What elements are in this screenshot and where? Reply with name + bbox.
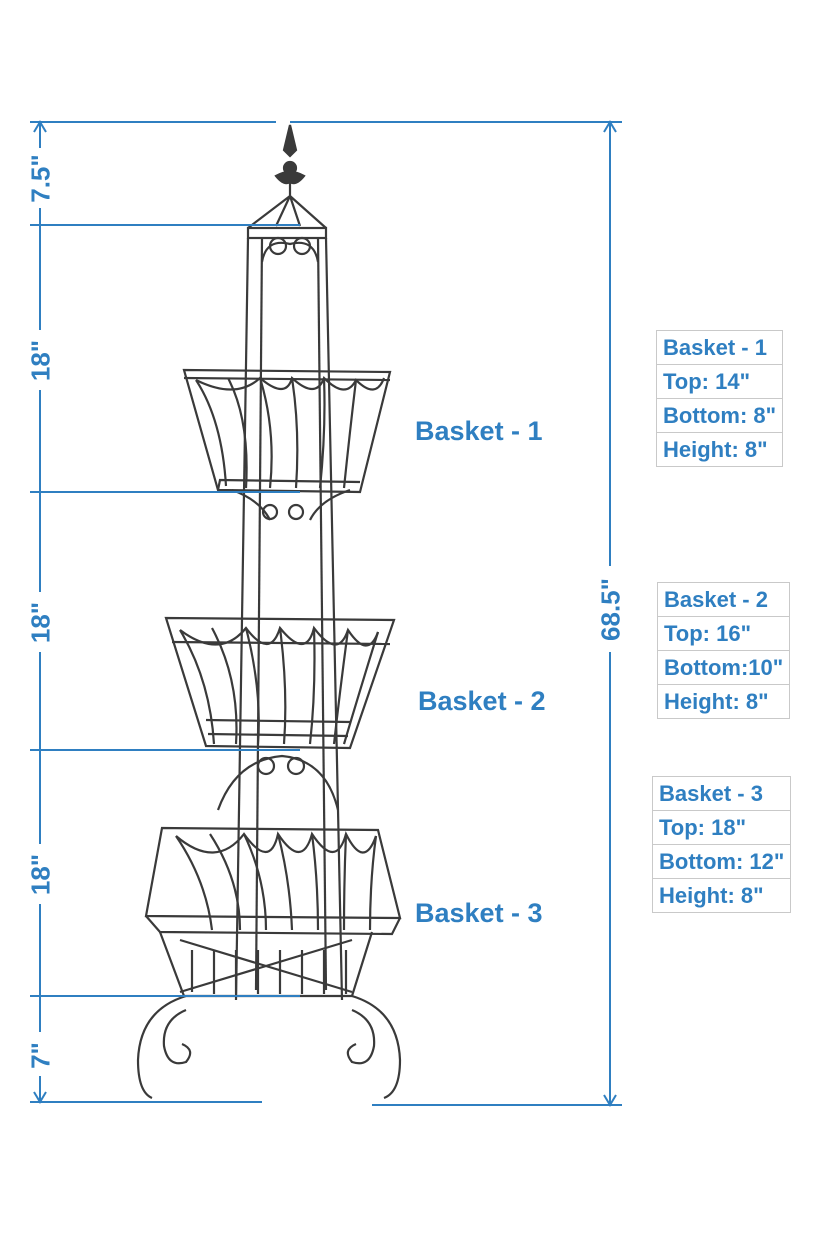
basket-1-spec-top: Top: 14" <box>655 364 784 399</box>
plant-stand-wireframe <box>136 124 402 1100</box>
basket-1-label: Basket - 1 <box>415 416 543 446</box>
basket-2-spec-table: Basket - 2 Top: 16" Bottom:10" Height: 8… <box>656 582 791 719</box>
label-gaps <box>26 148 624 1076</box>
basket-3-label: Basket - 3 <box>415 898 543 928</box>
basket-1-drawing <box>182 368 392 521</box>
basket-1-spec-bottom: Bottom: 8" <box>655 398 784 433</box>
basket-3-spec-table: Basket - 3 Top: 18" Bottom: 12" Height: … <box>651 776 792 913</box>
basket-2-spec-title: Basket - 2 <box>656 582 791 617</box>
basket-3-spec-title: Basket - 3 <box>651 776 792 811</box>
dimension-total-height: 68.5" <box>595 578 626 641</box>
scroll-feet-drawing <box>136 994 402 1100</box>
basket-3-spec-height: Height: 8" <box>651 878 792 913</box>
basket-2-spec-bottom: Bottom:10" <box>656 650 791 685</box>
basket-3-drawing <box>144 826 402 998</box>
basket-2-spec-top: Top: 16" <box>656 616 791 651</box>
basket-2-drawing <box>164 616 396 811</box>
basket-3-spec-bottom: Bottom: 12" <box>651 844 792 879</box>
basket-1-spec-table: Basket - 1 Top: 14" Bottom: 8" Height: 8… <box>655 330 784 467</box>
dimension-section-1: 18" <box>25 339 56 382</box>
basket-2-label: Basket - 2 <box>418 686 546 716</box>
dimension-feet: 7" <box>25 1042 56 1069</box>
basket-2-spec-height: Height: 8" <box>656 684 791 719</box>
basket-3-spec-top: Top: 18" <box>651 810 792 845</box>
dimension-section-3: 18" <box>25 853 56 896</box>
finial <box>282 124 298 158</box>
basket-1-spec-height: Height: 8" <box>655 432 784 467</box>
basket-1-spec-title: Basket - 1 <box>655 330 784 365</box>
dimension-top-finial: 7.5" <box>25 154 56 203</box>
dimension-section-2: 18" <box>25 601 56 644</box>
